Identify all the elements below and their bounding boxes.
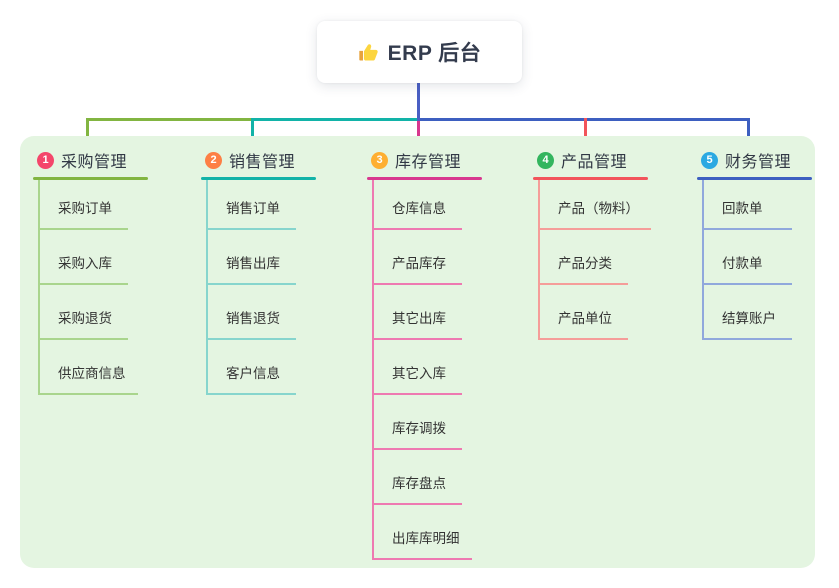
branch-column-4: 4 产品管理产品（物料） 产品分类产品单位 (533, 148, 651, 340)
child-node[interactable]: 其它出库 (374, 285, 462, 340)
branch-children-4: 产品（物料） 产品分类产品单位 (538, 180, 651, 340)
branch-number-badge-1: 1 (37, 151, 54, 169)
branch-node-1[interactable]: 1 采购管理 (33, 148, 148, 172)
connector-drop-branch-4 (584, 118, 587, 147)
child-node[interactable]: 供应商信息 (40, 340, 138, 395)
child-node-label: 采购订单 (58, 201, 112, 217)
child-node[interactable]: 产品（物料） (540, 180, 651, 230)
thumbs-up-icon (358, 42, 379, 63)
connector-rail-branch-5 (417, 118, 750, 121)
branch-node-2[interactable]: 2 销售管理 (201, 148, 316, 172)
child-node-label: 其它出库 (392, 311, 446, 327)
child-node[interactable]: 采购退货 (40, 285, 128, 340)
branch-children-1: 采购订单采购入库采购退货供应商信息 (38, 180, 148, 395)
child-node[interactable]: 产品分类 (540, 230, 628, 285)
mindmap-board: 1 采购管理采购订单采购入库采购退货供应商信息 2 销售管理销售订单销售出库销售退货客… (20, 136, 815, 568)
branch-node-5[interactable]: 5 财务管理 (697, 148, 812, 172)
child-node-label: 产品分类 (558, 256, 612, 272)
child-node[interactable]: 销售退货 (208, 285, 296, 340)
child-node-label: 结算账户 (722, 311, 776, 327)
branch-underline-5 (697, 177, 812, 180)
child-node[interactable]: 回款单 (704, 180, 792, 230)
branch-underline-2 (201, 177, 316, 180)
child-node-label: 销售退货 (226, 311, 280, 327)
child-node[interactable]: 库存盘点 (374, 450, 462, 505)
branch-node-4[interactable]: 4 产品管理 (533, 148, 651, 172)
child-node[interactable]: 其它入库 (374, 340, 462, 395)
child-node-label: 客户信息 (226, 366, 280, 382)
branch-underline-4 (533, 177, 648, 180)
root-node-erp-backend[interactable]: ERP 后台 (317, 21, 522, 83)
branch-underline-1 (33, 177, 148, 180)
child-node-label: 采购退货 (58, 311, 112, 327)
child-node[interactable]: 库存调拨 (374, 395, 462, 450)
child-node-label: 销售订单 (226, 201, 280, 217)
branch-column-2: 2 销售管理销售订单销售出库销售退货客户信息 (201, 148, 316, 395)
child-node-label: 仓库信息 (392, 201, 446, 217)
child-node-label: 销售出库 (226, 256, 280, 272)
branch-title-1: 采购管理 (61, 154, 128, 171)
child-node-label: 回款单 (722, 201, 763, 217)
branch-children-2: 销售订单销售出库销售退货客户信息 (206, 180, 316, 395)
branch-number-badge-5: 5 (701, 151, 718, 169)
connector-drop-branch-3 (417, 118, 420, 147)
root-trunk-line (417, 82, 420, 121)
child-node-label: 供应商信息 (58, 366, 126, 382)
branch-number-badge-4: 4 (537, 151, 554, 169)
branch-children-3: 仓库信息产品库存其它出库其它入库库存调拨库存盘点出库库明细 (372, 180, 482, 560)
root-node-label: ERP 后台 (387, 42, 482, 65)
child-node[interactable]: 产品库存 (374, 230, 462, 285)
child-node-label: 采购入库 (58, 256, 112, 272)
branch-number-badge-2: 2 (205, 151, 222, 169)
child-node-label: 付款单 (722, 256, 763, 272)
branch-title-5: 财务管理 (725, 154, 792, 171)
child-node-label: 库存盘点 (392, 476, 446, 492)
child-node-label: 产品（物料） (558, 201, 639, 217)
connector-drop-branch-1 (86, 118, 89, 147)
branch-node-3[interactable]: 3 库存管理 (367, 148, 482, 172)
child-node[interactable]: 销售出库 (208, 230, 296, 285)
connector-rail-branch-2 (251, 118, 420, 121)
child-node-label: 库存调拨 (392, 421, 446, 437)
child-node[interactable]: 结算账户 (704, 285, 792, 340)
child-node-label: 其它入库 (392, 366, 446, 382)
branch-title-2: 销售管理 (229, 154, 296, 171)
branch-children-5: 回款单付款单结算账户 (702, 180, 812, 340)
child-node[interactable]: 付款单 (704, 230, 792, 285)
child-node[interactable]: 仓库信息 (374, 180, 462, 230)
connector-drop-branch-2 (251, 118, 254, 147)
child-node-label: 出库库明细 (392, 531, 460, 547)
branch-column-5: 5 财务管理回款单付款单结算账户 (697, 148, 812, 340)
child-node[interactable]: 采购入库 (40, 230, 128, 285)
branch-title-3: 库存管理 (395, 154, 462, 171)
child-node-label: 产品库存 (392, 256, 446, 272)
branch-underline-3 (367, 177, 482, 180)
child-node[interactable]: 采购订单 (40, 180, 128, 230)
branch-number-badge-3: 3 (371, 151, 388, 169)
child-node[interactable]: 客户信息 (208, 340, 296, 395)
connector-drop-branch-5 (747, 118, 750, 147)
branch-column-1: 1 采购管理采购订单采购入库采购退货供应商信息 (33, 148, 148, 395)
child-node[interactable]: 销售订单 (208, 180, 296, 230)
branch-column-3: 3 库存管理仓库信息产品库存其它出库其它入库库存调拨库存盘点出库库明细 (367, 148, 482, 560)
child-node[interactable]: 产品单位 (540, 285, 628, 340)
branch-title-4: 产品管理 (561, 154, 628, 171)
child-node-label: 产品单位 (558, 311, 612, 327)
child-node[interactable]: 出库库明细 (374, 505, 472, 560)
